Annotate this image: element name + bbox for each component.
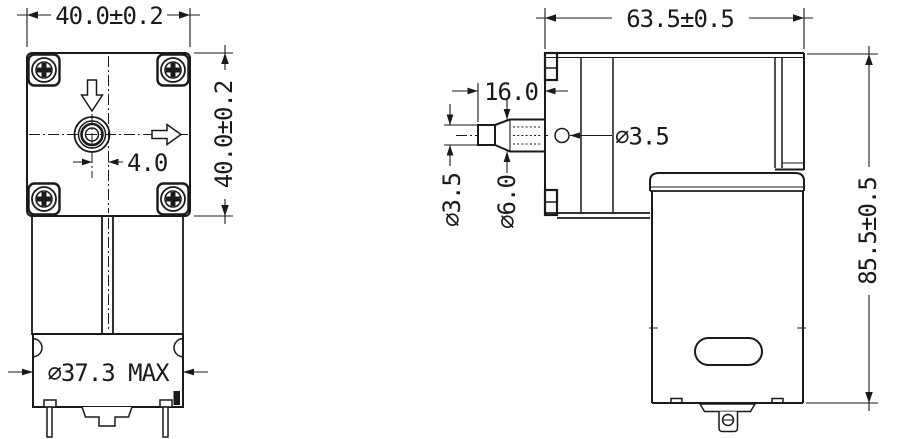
corner-screw-top-left [27, 53, 61, 87]
base-notch-right [159, 399, 173, 408]
nozzle-barb [494, 118, 546, 153]
text-backing [612, 5, 749, 31]
motor-can-outline [651, 191, 804, 404]
motor-base-notches [670, 397, 784, 403]
corner-screw-bottom-left [27, 182, 61, 216]
arrowhead-left-icon [27, 11, 38, 19]
flow-right-arrow-icon [151, 123, 183, 146]
motor-end-view [32, 333, 184, 438]
arrowhead-right-icon [179, 11, 190, 19]
port-bore-circle [84, 127, 100, 142]
motor-vent-slot [694, 337, 763, 366]
flow-down-arrow-icon [80, 79, 104, 113]
arrowhead-right-icon [82, 158, 92, 166]
dim-front-width: 40.0±0.2 [17, 2, 200, 47]
port-circle [80, 122, 104, 147]
front-view: 40.0±0.2 40.0±0.2 [8, 2, 238, 438]
hole-dia-dim-text: ∅3.5 [615, 123, 669, 151]
nozzle-tip [477, 124, 496, 146]
terminal-plate [698, 403, 757, 413]
mounting-hole [554, 127, 570, 144]
dim-motor-diameter: ∅37.3 MAX [8, 359, 208, 387]
nozzle-texture [513, 126, 542, 145]
polarity-mark [173, 391, 180, 405]
arrowhead-up-icon [503, 151, 511, 162]
terminal-pin-left [46, 406, 53, 438]
side-length-dim-text: 63.5±0.5 [626, 5, 734, 33]
head-tab-top [543, 51, 559, 82]
corner-screw-bottom-right [156, 182, 190, 216]
arrowhead-left-icon [570, 132, 580, 139]
dim-nozzle-length: 16.0 [452, 78, 568, 122]
arrowhead-down-icon [446, 114, 454, 125]
port-offset-dim-text: 4.0 [127, 149, 167, 177]
nozzle-tip-dia-dim-text: ∅3.5 [438, 173, 466, 227]
head-bottom-plate [545, 212, 650, 219]
arrowhead-down-icon [221, 205, 229, 216]
shaft-boss [81, 406, 133, 427]
dim-nozzle-tip-diameter: ∅3.5 [438, 104, 478, 227]
arrowhead-left-icon [545, 87, 556, 95]
dim-port-offset: 4.0 [73, 149, 168, 177]
nozzle-len-dim-text: 16.0 [484, 78, 538, 106]
side-view: 63.5±0.5 ∅3.5 [438, 5, 883, 433]
base-notch-left [43, 399, 57, 408]
dim-side-height: 85.5±0.5 [806, 46, 883, 411]
motor-body-outline [32, 333, 184, 408]
arrowhead-down-icon [503, 109, 511, 120]
port-outer-circle [73, 116, 111, 153]
gearbox-right-edge [775, 53, 805, 171]
housing-block-right [112, 215, 184, 335]
gearbox-seam [774, 57, 783, 168]
text-backing [51, 2, 167, 28]
front-height-dim-text: 40.0±0.2 [210, 81, 238, 189]
nozzle-barb-dia-dim-text: ∅6.0 [493, 175, 521, 229]
dim-nozzle-barb-diameter: ∅6.0 [493, 98, 521, 229]
arrowhead-right-icon [467, 87, 478, 95]
motor-dia-dim-text: ∅37.3 MAX [47, 359, 170, 387]
arrowhead-up-icon [446, 145, 454, 156]
arrowhead-right-icon [22, 368, 33, 376]
text-backing [211, 70, 238, 199]
arrowhead-up-icon [221, 53, 229, 64]
motor-side-view [649, 172, 806, 433]
arrowhead-left-icon [183, 368, 194, 376]
corner-screw-top-right [156, 53, 190, 87]
port-circle [77, 120, 107, 149]
housing-block-left [31, 215, 103, 335]
motor-cap [649, 172, 805, 191]
dim-side-length: 63.5±0.5 [536, 5, 813, 49]
dim-hole-diameter: ∅3.5 [570, 123, 670, 151]
text-backing [855, 167, 883, 295]
nozzle [456, 118, 550, 153]
pump-head-profile [543, 51, 805, 219]
arrowhead-down-icon [865, 392, 873, 403]
arrowhead-left-icon [545, 14, 556, 22]
side-height-dim-text: 85.5±0.5 [854, 177, 882, 285]
arrowhead-left-icon [108, 158, 119, 166]
arrowhead-up-icon [865, 54, 873, 65]
dim-front-height: 40.0±0.2 [194, 45, 238, 224]
motor-crimp-left [32, 337, 43, 358]
terminal-pin-right [162, 406, 169, 438]
dim-lines [444, 104, 478, 166]
motor-crimp-right [173, 337, 184, 358]
inlet-port [73, 114, 111, 178]
front-width-dim-text: 40.0±0.2 [55, 2, 163, 30]
arrowhead-right-icon [793, 14, 804, 22]
